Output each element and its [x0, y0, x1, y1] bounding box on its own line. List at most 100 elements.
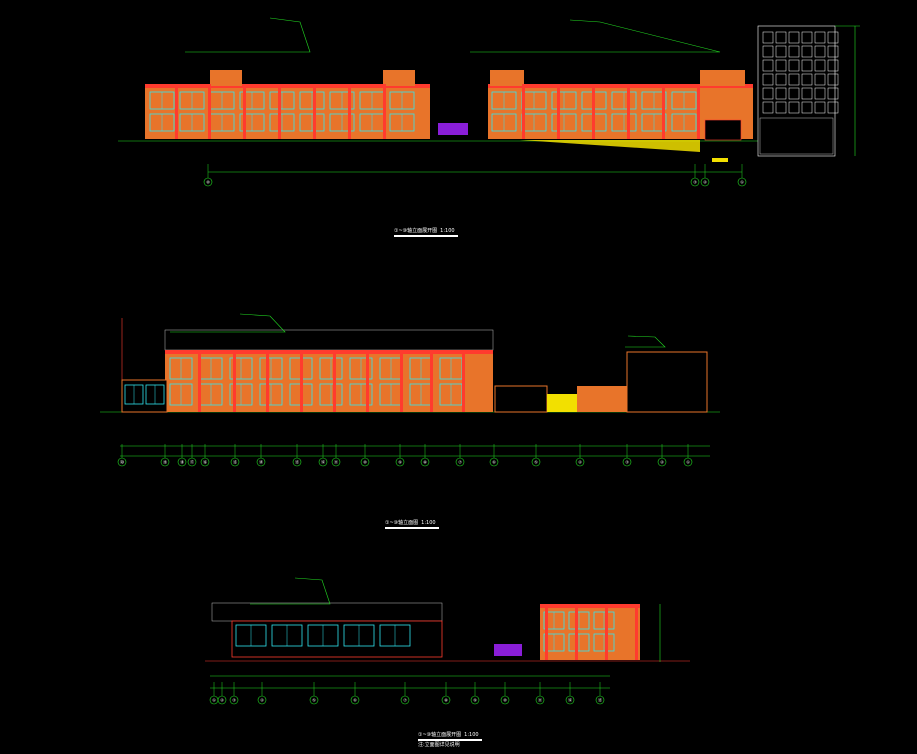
pilaster — [383, 84, 386, 139]
pilaster — [333, 350, 336, 412]
pilaster — [175, 84, 178, 139]
pilaster — [366, 350, 369, 412]
pilaster — [300, 350, 303, 412]
tower-window — [762, 45, 774, 58]
grid-label: ⑦ — [403, 698, 407, 703]
grid-label: ① — [686, 460, 690, 465]
pilaster — [605, 604, 608, 660]
pilaster — [557, 84, 560, 139]
tower-window — [827, 87, 839, 100]
grid-label: ⑦ — [458, 460, 462, 465]
pilaster — [592, 84, 595, 139]
pilaster — [662, 84, 665, 139]
pilaster — [208, 84, 211, 139]
grid-label: ⑰ — [190, 459, 194, 465]
grid-label: ⑪ — [538, 697, 542, 703]
grid-label: ⑤ — [534, 460, 538, 465]
pilaster — [575, 604, 578, 660]
pilaster — [233, 350, 236, 412]
tower-window — [801, 101, 813, 114]
tower-window — [827, 101, 839, 114]
grid-label: ⑫ — [568, 697, 572, 703]
pilaster — [697, 84, 700, 139]
tower-window — [762, 59, 774, 72]
pilaster — [348, 84, 351, 139]
pilaster — [400, 350, 403, 412]
tower-window — [788, 87, 800, 100]
grid-label: ⑧ — [423, 460, 427, 465]
pilaster — [462, 350, 465, 412]
tower-window — [814, 31, 826, 44]
grid-label: ⑳ — [120, 459, 124, 465]
pilaster — [430, 350, 433, 412]
tower-window — [762, 31, 774, 44]
grid-label: ⑬ — [295, 459, 299, 465]
elevation-1 — [118, 17, 860, 173]
grid-label: ⑭ — [259, 459, 263, 465]
grid-label: ⑥ — [353, 698, 357, 703]
tower-window — [762, 101, 774, 114]
tower-window — [775, 87, 787, 100]
tower-window — [788, 73, 800, 86]
pilaster — [243, 84, 246, 139]
pilaster — [627, 84, 630, 139]
grid-label: ⑩ — [363, 460, 367, 465]
tower-window — [788, 31, 800, 44]
grid-label: ⑥ — [492, 460, 496, 465]
tower-window — [827, 59, 839, 72]
grid-label: ② — [220, 698, 224, 703]
grid-label: ⑩ — [206, 180, 210, 185]
tower-window — [775, 59, 787, 72]
grid-label: ⑨ — [398, 460, 402, 465]
tower-window — [814, 45, 826, 58]
tower-window — [788, 45, 800, 58]
grid-label: ⑩ — [503, 698, 507, 703]
tower-window — [827, 31, 839, 44]
tower-window — [814, 87, 826, 100]
grid-label: ⑧ — [444, 698, 448, 703]
tower-window — [775, 45, 787, 58]
tower-window — [775, 31, 787, 44]
tower-window — [827, 73, 839, 86]
grid-label: ③ — [693, 180, 697, 185]
pilaster — [545, 604, 548, 660]
elevation-3 — [205, 577, 690, 689]
pilaster — [198, 350, 201, 412]
grid-label: ⑪ — [334, 459, 338, 465]
tower-window — [814, 101, 826, 114]
tower-window — [827, 45, 839, 58]
tower-window — [801, 59, 813, 72]
grid-label: ⑫ — [321, 459, 325, 465]
tower-window — [801, 45, 813, 58]
grid-label: ② — [703, 180, 707, 185]
grid-label: ⑮ — [233, 459, 237, 465]
tower-window — [801, 73, 813, 86]
grid-label: ⑬ — [598, 697, 602, 703]
grid-label: ③ — [625, 460, 629, 465]
tower-window — [775, 73, 787, 86]
grid-label: ① — [212, 698, 216, 703]
grid-label: ⑲ — [163, 459, 167, 465]
pilaster — [635, 604, 638, 660]
tower-window — [801, 31, 813, 44]
grid-label: ② — [660, 460, 664, 465]
grid-label: ⑨ — [473, 698, 477, 703]
caption-note-elevation-3: 注:立面图详见说明 — [418, 742, 460, 748]
tower-window — [801, 87, 813, 100]
grid-label: ⑱ — [180, 459, 184, 465]
grid-label: ④ — [260, 698, 264, 703]
tower-window — [814, 73, 826, 86]
pilaster — [266, 350, 269, 412]
pilaster — [313, 84, 316, 139]
tower-window — [762, 87, 774, 100]
grid-label: ③ — [232, 698, 236, 703]
grid-label: ④ — [578, 460, 582, 465]
elevation-2 — [100, 313, 720, 457]
pilaster — [278, 84, 281, 139]
grid-label: ⑤ — [312, 698, 316, 703]
grid-label: ① — [740, 180, 744, 185]
tower-window — [814, 59, 826, 72]
